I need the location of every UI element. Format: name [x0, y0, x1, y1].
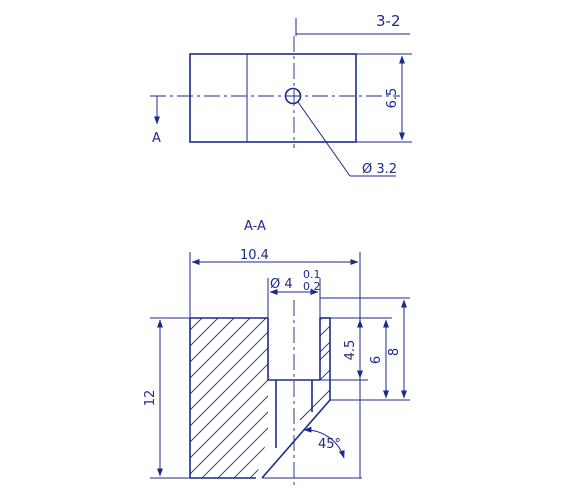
angle-label: 45°: [318, 437, 341, 452]
section-title: A-A: [244, 219, 266, 234]
drawing-number-text: 3-2: [376, 12, 401, 30]
dim-6-label: 6: [369, 356, 384, 364]
bore-tol-upper: 0.1: [303, 268, 321, 281]
top-view-outline: [189, 53, 357, 143]
dim-4-5-label: 4.5: [343, 340, 358, 361]
dim-6-5-label: 6.5: [385, 88, 400, 109]
bore-tol-lower: 0.2: [303, 280, 321, 293]
hatch-region-right: [279, 318, 330, 441]
bore-dia-label: Ø 4: [270, 277, 293, 292]
leader-line: [297, 101, 351, 177]
top-view: A 6.5 Ø 3.2: [150, 36, 412, 177]
angle-arc: [303, 426, 345, 459]
hole-diameter-label: Ø 3.2: [362, 162, 397, 177]
dim-8-label: 8: [387, 348, 402, 356]
section-marker-label: A: [152, 131, 161, 146]
hatch-region-left: [190, 318, 268, 478]
through-hole: [284, 87, 302, 105]
chamfer-45: [261, 399, 331, 479]
dim-12-label: 12: [143, 390, 158, 407]
section-view: 10.4 Ø 4 0.1 0.2 4.5 6 8 12 45°: [143, 248, 410, 488]
drawing-number: 3-2: [295, 12, 410, 36]
dim-10-4-label: 10.4: [240, 248, 269, 263]
